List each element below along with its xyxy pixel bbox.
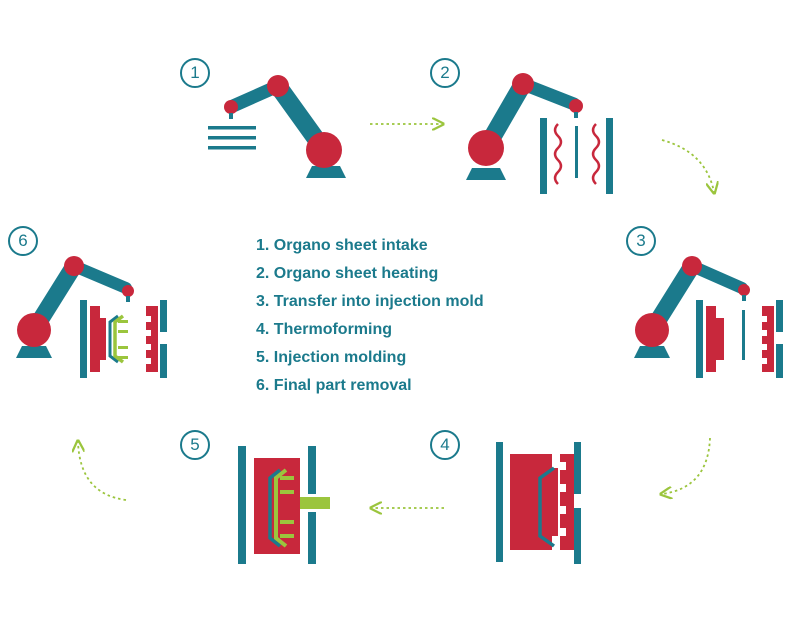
formed-part-icon xyxy=(538,466,556,548)
step-legend: 1. Organo sheet intake 2. Organo sheet h… xyxy=(256,232,484,400)
step-2-illustration xyxy=(466,73,613,194)
legend-item-5: 5. Injection molding xyxy=(256,349,407,366)
step-5-number: 5 xyxy=(180,430,210,460)
arrow-2-to-3 xyxy=(661,139,714,192)
step-2-number: 2 xyxy=(430,58,460,88)
legend-item-2: 2. Organo sheet heating xyxy=(256,265,439,282)
process-arrows xyxy=(78,124,714,508)
step-1-illustration xyxy=(208,75,346,178)
step-6-illustration xyxy=(16,256,167,378)
step-1-number: 1 xyxy=(180,58,210,88)
step-6-number: 6 xyxy=(8,226,38,256)
mold-icon xyxy=(80,300,167,378)
mold-icon xyxy=(496,442,581,564)
arrow-5-to-6 xyxy=(78,442,127,501)
legend-item-4: 4. Thermoforming xyxy=(256,321,393,338)
step-3-illustration xyxy=(634,256,783,378)
step-4-number: 4 xyxy=(430,430,460,460)
arrow-3-to-4 xyxy=(662,437,711,494)
step-3-number: 3 xyxy=(626,226,656,256)
organo-sheet-stack-icon xyxy=(208,126,256,150)
robot-arm-icon xyxy=(634,256,750,358)
step-4-illustration xyxy=(496,442,581,564)
heater-icon xyxy=(540,118,613,194)
robot-arm-icon xyxy=(224,75,346,178)
mold-icon xyxy=(696,300,783,378)
injected-part-icon xyxy=(268,468,294,548)
legend-item-6: 6. Final part removal xyxy=(256,377,412,394)
legend-item-3: 3. Transfer into injection mold xyxy=(256,293,484,310)
step-5-illustration xyxy=(238,446,330,564)
robot-arm-icon xyxy=(466,73,583,180)
robot-arm-icon xyxy=(16,256,134,358)
finished-part-icon xyxy=(108,314,128,364)
legend-item-1: 1. Organo sheet intake xyxy=(256,237,428,254)
